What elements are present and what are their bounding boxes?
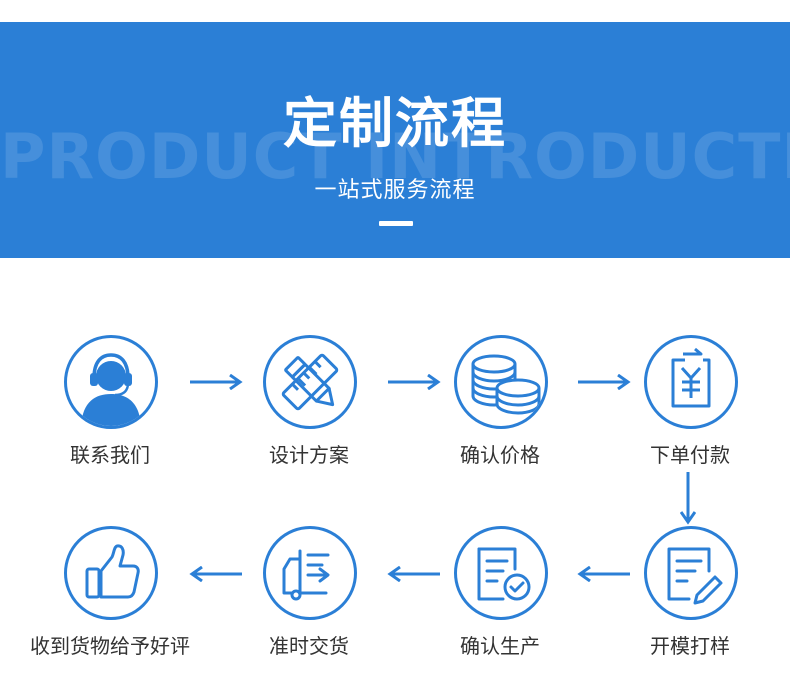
flow-arrow-right bbox=[190, 374, 243, 390]
flow-arrow-right bbox=[578, 374, 631, 390]
step-icon-circle bbox=[454, 335, 548, 429]
step-label: 准时交货 bbox=[269, 634, 349, 658]
step-label: 确认价格 bbox=[460, 443, 540, 467]
banner-watermark: PRODUCT INTRODUCTION bbox=[0, 120, 790, 193]
flow-arrow-down bbox=[680, 472, 696, 525]
step-icon-circle bbox=[263, 335, 357, 429]
flow-arrow-left bbox=[577, 566, 630, 582]
step-label: 收到货物给予好评 bbox=[30, 634, 190, 658]
step-icon-circle bbox=[64, 335, 158, 429]
pencil-ruler-icon bbox=[281, 353, 339, 411]
step-icon-circle bbox=[263, 526, 357, 620]
customer-service-icon bbox=[81, 353, 141, 426]
step-label: 开模打样 bbox=[650, 634, 730, 658]
step-label: 下单付款 bbox=[650, 443, 730, 467]
flow-arrow-right bbox=[388, 374, 441, 390]
delivery-truck-icon bbox=[282, 549, 330, 601]
checked-document-icon bbox=[477, 547, 531, 601]
flow-arrow-left bbox=[189, 566, 242, 582]
step-label: 联系我们 bbox=[70, 443, 150, 467]
thumbs-up-icon bbox=[85, 544, 140, 599]
page-subtitle: 一站式服务流程 bbox=[314, 178, 476, 203]
step-icon-circle bbox=[644, 526, 738, 620]
page-title: 定制流程 bbox=[283, 92, 507, 155]
step-icon-circle bbox=[454, 526, 548, 620]
title-underline bbox=[379, 221, 413, 226]
coin-stack-icon bbox=[471, 354, 541, 415]
step-icon-circle bbox=[644, 335, 738, 429]
yuan-payment-icon bbox=[671, 347, 711, 408]
step-label: 设计方案 bbox=[269, 443, 349, 467]
step-icon-circle bbox=[64, 526, 158, 620]
flow-arrow-left bbox=[387, 566, 440, 582]
step-label: 确认生产 bbox=[460, 634, 540, 658]
edit-document-icon bbox=[667, 547, 723, 605]
header-banner: PRODUCT INTRODUCTION 定制流程 一站式服务流程 bbox=[0, 22, 790, 258]
